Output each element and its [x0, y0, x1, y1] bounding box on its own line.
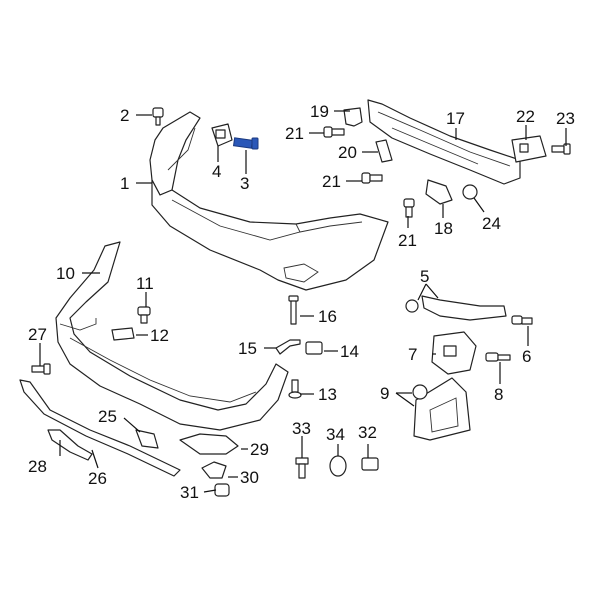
- bolt-part-11[interactable]: [137, 306, 151, 324]
- clip-part-5-small[interactable]: [405, 299, 419, 313]
- pad-part-32[interactable]: [361, 457, 379, 471]
- callout-16: 16: [318, 307, 337, 326]
- callout-21-a: 21: [285, 124, 304, 143]
- callout-21-b: 21: [322, 172, 341, 191]
- callout-34: 34: [326, 425, 345, 444]
- clip-part-14[interactable]: [305, 341, 323, 355]
- callout-2: 2: [120, 106, 129, 125]
- screw-part-27[interactable]: [31, 363, 51, 375]
- bracket-part-22[interactable]: [511, 135, 547, 163]
- callout-28: 28: [28, 457, 47, 476]
- callout-8: 8: [494, 385, 503, 404]
- callout-20: 20: [338, 143, 357, 162]
- reinforcement-beam[interactable]: [367, 99, 521, 185]
- callout-3: 3: [240, 174, 249, 193]
- callout-33: 33: [292, 419, 311, 438]
- bracket-part-20[interactable]: [375, 139, 393, 163]
- callout-22: 22: [516, 107, 535, 126]
- bolt-part-21-c[interactable]: [403, 198, 415, 218]
- rod-part-16[interactable]: [288, 295, 299, 325]
- cap-part-34[interactable]: [329, 455, 347, 477]
- callout-12: 12: [150, 326, 169, 345]
- callout-32: 32: [358, 423, 377, 442]
- callout-31: 31: [180, 483, 199, 502]
- callout-27: 27: [28, 325, 47, 344]
- bracket-part-19[interactable]: [343, 107, 363, 127]
- callout-labels: 1 2 3 4 5 6 7 8 9 10 11 12 13 14 15 16 1…: [28, 102, 575, 502]
- callout-24: 24: [482, 214, 501, 233]
- callout-7: 7: [408, 345, 417, 364]
- bracket-part-18[interactable]: [425, 179, 453, 205]
- callout-11: 11: [136, 274, 154, 293]
- bolt-part-21-a[interactable]: [323, 126, 345, 138]
- leader-lines: [39, 110, 567, 493]
- bolt-part-33[interactable]: [295, 457, 309, 479]
- bolt-part-23[interactable]: [551, 143, 571, 155]
- screw-part-8[interactable]: [485, 352, 511, 362]
- screw-part-13[interactable]: [288, 379, 302, 399]
- bracket-part-25[interactable]: [135, 429, 159, 449]
- callout-1: 1: [120, 174, 129, 193]
- callout-26: 26: [88, 469, 107, 488]
- callout-25: 25: [98, 407, 117, 426]
- pad-part-12[interactable]: [111, 327, 135, 341]
- nut-part-24[interactable]: [462, 184, 478, 200]
- strip-part-15[interactable]: [275, 339, 301, 355]
- retainer-part-4[interactable]: [211, 123, 233, 147]
- callout-10: 10: [56, 264, 75, 283]
- callout-21-c: 21: [398, 231, 417, 250]
- callout-6: 6: [522, 347, 531, 366]
- callout-13: 13: [318, 385, 337, 404]
- bumper-cover[interactable]: [149, 111, 389, 291]
- molding-part-26[interactable]: [19, 379, 181, 477]
- callout-29: 29: [250, 440, 269, 459]
- callout-5: 5: [420, 267, 429, 286]
- callout-17: 17: [446, 109, 465, 128]
- callout-15: 15: [238, 339, 257, 358]
- lower-bumper[interactable]: [55, 241, 289, 431]
- bolt-part-6[interactable]: [511, 315, 533, 325]
- bolt-part-21-b[interactable]: [361, 172, 383, 184]
- bracket-part-30[interactable]: [201, 461, 227, 479]
- callout-30: 30: [240, 468, 259, 487]
- callout-19: 19: [310, 102, 329, 121]
- callout-4: 4: [212, 162, 221, 181]
- bracket-part-7[interactable]: [431, 331, 477, 375]
- callout-9: 9: [380, 384, 389, 403]
- bolt-part-3[interactable]: [232, 137, 259, 150]
- bracket-part-9[interactable]: [412, 377, 471, 441]
- cover-part-29[interactable]: [179, 433, 239, 455]
- callout-23: 23: [556, 109, 575, 128]
- nut-part-31[interactable]: [214, 483, 230, 497]
- callout-18: 18: [434, 219, 453, 238]
- grille-part-28[interactable]: [47, 429, 93, 461]
- clip-part-2[interactable]: [152, 107, 164, 126]
- bracket-part-5[interactable]: [421, 295, 507, 321]
- callout-14: 14: [340, 342, 359, 361]
